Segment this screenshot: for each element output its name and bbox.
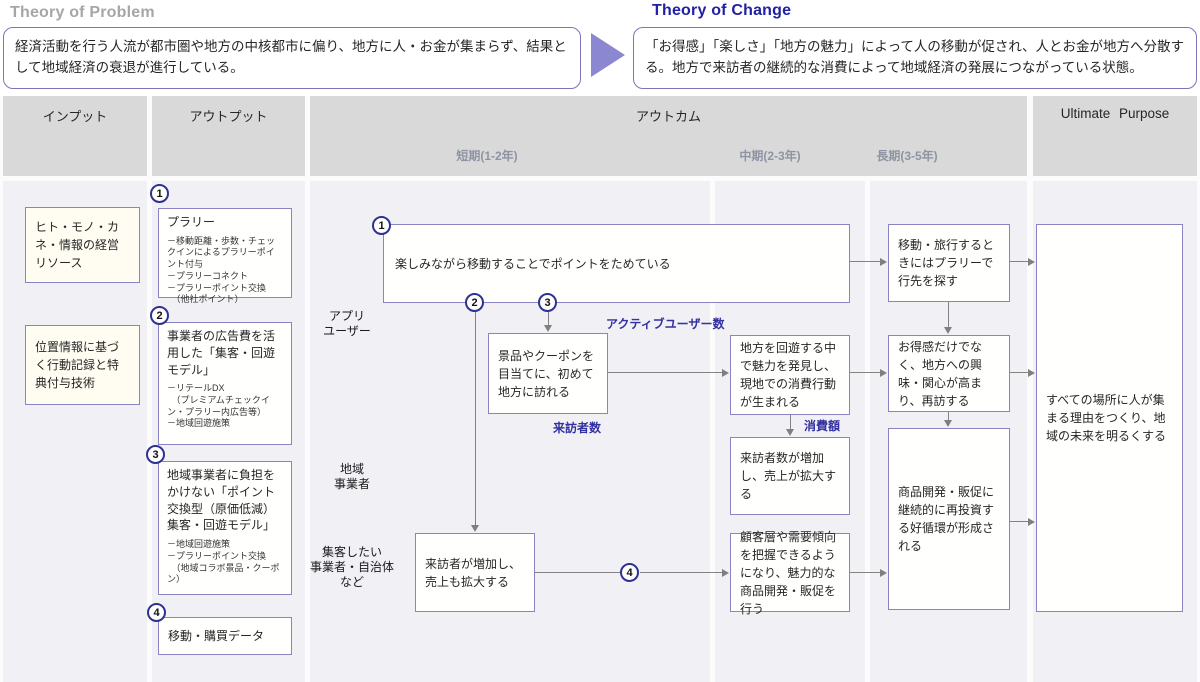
flow-badge-3: 3 [538, 293, 557, 312]
metric-visitor-count: 来訪者数 [553, 421, 602, 435]
outcome-6-text: お得感だけでなく、地方への興味・関心が高まり、再訪する [898, 339, 983, 408]
output-badge-1: 1 [150, 184, 169, 203]
outcome-box-visitors-sales-expand: 来訪者が増加し、売上も拡大する [415, 533, 535, 612]
output-box-point-exchange-model: 地域事業者に負担をかけない「ポイント交換型（原価低減）集客・回遊モデル」 －地域… [158, 461, 292, 595]
arrowhead-oc2-to-oc3 [722, 369, 729, 377]
output-2-details: －リテールDX （プレミアムチェックイン・プラリー内広告等） －地域回遊施策 [167, 383, 270, 429]
output-box-ad-model: 事業者の広告費を活用した「集客・回遊モデル」 －リテールDX （プレミアムチェッ… [158, 322, 292, 445]
metric-spending-amount: 消費額 [804, 419, 841, 433]
input-box-location-tech-text: 位置情報に基づく行動記録と特典付与技術 [35, 340, 120, 390]
output-1-details: －移動距離・歩数・チェックインによるプラリーポイント付与 －プラリーコネクト －… [167, 235, 276, 305]
flow-line-oc8-to-badge4 [535, 572, 620, 573]
outcome-box-first-visit: 景品やクーポンを目当てに、初めて地方に訪れる [488, 333, 608, 414]
period-mid-label: 中期(2-3年) [739, 149, 801, 163]
flow-line-oc6-to-oc7 [948, 412, 949, 420]
flow-line-oc1-to-oc5 [850, 261, 880, 262]
arrowhead-badge2-to-oc8 [471, 525, 479, 532]
outcome-box-use-pla-rally-travel: 移動・旅行するときにはプラリーで行先を探す [888, 224, 1010, 302]
output-2-title: 事業者の広告費を活用した「集客・回遊モデル」 [167, 329, 276, 377]
input-box-resources: ヒト・モノ・カネ・情報の経営リソース [25, 207, 140, 283]
period-short-label: 短期(1-2年) [456, 149, 518, 163]
flow-line-badge2-to-oc8 [475, 312, 476, 525]
output-box-pla-rally: プラリー －移動距離・歩数・チェックインによるプラリーポイント付与 －プラリーコ… [158, 208, 292, 304]
flow-line-badge3-to-oc2 [548, 312, 549, 325]
output-box-mobility-purchase-data: 移動・購買データ [158, 617, 292, 655]
arrowhead-oc7-to-ultimate [1028, 518, 1035, 526]
theory-of-problem-title: Theory of Problem [10, 4, 155, 21]
input-column-label: インプット [42, 109, 108, 124]
arrowhead-oc1-to-oc5 [880, 258, 887, 266]
arrowhead-oc3-to-oc4 [786, 429, 794, 436]
outcome-box-reinvestment-cycle: 商品開発・販促に継続的に再投資する好循環が形成される [888, 428, 1010, 610]
flow-line-oc7-to-ultimate [1010, 521, 1028, 522]
metric-active-users: アクティブユーザー数 [606, 317, 725, 331]
flow-line-oc5-to-oc6 [948, 302, 949, 327]
flow-badge-2: 2 [465, 293, 484, 312]
arrowhead-badge3-to-oc2 [544, 325, 552, 332]
theory-of-problem-box: 経済活動を行う人流が都市圏や地方の中核都市に偏り、地方に人・お金が集まらず、結果… [3, 27, 581, 89]
flow-line-badge4-to-oc9 [640, 572, 722, 573]
ultimate-purpose-label: Ultimate Purpose [1060, 106, 1170, 121]
theory-of-problem-text: 経済活動を行う人流が都市圏や地方の中核都市に偏り、地方に人・お金が集まらず、結果… [15, 39, 567, 75]
theory-of-change-box: 「お得感」「楽しさ」「地方の魅力」によって人の移動が促され、人とお金が地方へ分散… [633, 27, 1197, 89]
outcome-2-text: 景品やクーポンを目当てに、初めて地方に訪れる [498, 348, 595, 399]
outcome-box-earning-points: 楽しみながら移動することでポイントをためている [383, 224, 850, 303]
arrowhead-oc6-to-oc7 [944, 420, 952, 427]
outcome-8-text: 来訪者が増加し、売上も拡大する [425, 556, 522, 589]
input-box-resources-text: ヒト・モノ・カネ・情報の経営リソース [35, 220, 120, 270]
outcome-column-label: アウトカム [635, 109, 701, 124]
arrowhead-oc9-to-oc7 [880, 569, 887, 577]
outcome-1-text: 楽しみながら移動することでポイントをためている [395, 256, 671, 271]
flow-line-oc5-to-ultimate [1010, 261, 1028, 262]
outcome-9-text: 顧客層や需要傾向を把握できるようになり、魅力的な商品開発・販促を行う [740, 529, 837, 616]
output-badge-3: 3 [146, 445, 165, 464]
theory-of-change-title: Theory of Change [652, 2, 792, 19]
outcome-3-text: 地方を回遊する中で魅力を発見し、現地での消費行動が生まれる [740, 341, 837, 409]
actor-label-app-users: アプリ ユーザー [323, 309, 371, 338]
actor-label-municipalities: 集客したい 事業者・自治体 など [309, 545, 394, 589]
output-badge-2: 2 [150, 306, 169, 325]
actor-label-local-businesses: 地域 事業者 [333, 462, 370, 491]
arrowhead-oc5-to-oc6 [944, 327, 952, 334]
header-cell-outcome: アウトカム [310, 96, 1027, 176]
ultimate-purpose-text: すべての場所に人が集まる理由をつくり、地域の未来を明るくする [1046, 393, 1167, 443]
output-4-title: 移動・購買データ [168, 629, 265, 643]
header-cell-ultimate: Ultimate Purpose [1033, 96, 1197, 176]
flow-line-oc2-to-oc3 [608, 372, 722, 373]
output-badge-4: 4 [147, 603, 166, 622]
header-cell-output: アウトプット [152, 96, 305, 176]
outcome-box-product-development: 顧客層や需要傾向を把握できるようになり、魅力的な商品開発・販促を行う [730, 530, 850, 616]
problem-to-change-arrow-icon [591, 33, 625, 77]
arrowhead-oc3-to-oc6 [880, 369, 887, 377]
flow-line-oc9-to-oc7 [850, 572, 880, 573]
flow-badge-4: 4 [620, 563, 639, 582]
outcome-5-text: 移動・旅行するときにはプラリーで行先を探す [898, 238, 995, 288]
period-long-label: 長期(3-5年) [876, 149, 938, 163]
output-column-label: アウトプット [189, 109, 268, 124]
header-cell-input: インプット [3, 96, 147, 176]
flow-line-oc3-to-oc4 [790, 415, 791, 429]
outcome-box-revisit-interest: お得感だけでなく、地方への興味・関心が高まり、再訪する [888, 335, 1010, 412]
outcome-box-local-consumption: 地方を回遊する中で魅力を発見し、現地での消費行動が生まれる [730, 335, 850, 415]
flow-line-oc3-to-oc6 [850, 372, 880, 373]
input-box-location-tech: 位置情報に基づく行動記録と特典付与技術 [25, 325, 140, 405]
arrowhead-oc5-to-ultimate [1028, 258, 1035, 266]
ultimate-purpose-box: すべての場所に人が集まる理由をつくり、地域の未来を明るくする [1036, 224, 1183, 612]
output-3-details: －地域回遊施策 －プラリーポイント交換 （地域コラボ景品・クーポン） [167, 539, 280, 585]
outcome-box-visitors-sales-grow: 来訪者数が増加し、売上が拡大する [730, 437, 850, 515]
outcome-7-text: 商品開発・販促に継続的に再投資する好循環が形成される [898, 485, 995, 553]
outcome-4-text: 来訪者数が増加し、売上が拡大する [740, 451, 837, 501]
flow-badge-1: 1 [372, 216, 391, 235]
output-1-title: プラリー [167, 215, 216, 229]
output-3-title: 地域事業者に負担をかけない「ポイント交換型（原価低減）集客・回遊モデル」 [167, 468, 276, 533]
theory-of-change-text: 「お得感」「楽しさ」「地方の魅力」によって人の移動が促され、人とお金が地方へ分散… [645, 39, 1185, 75]
arrowhead-oc6-to-ultimate [1028, 369, 1035, 377]
arrowhead-badge4-to-oc9 [722, 569, 729, 577]
flow-line-oc6-to-ultimate [1010, 372, 1028, 373]
